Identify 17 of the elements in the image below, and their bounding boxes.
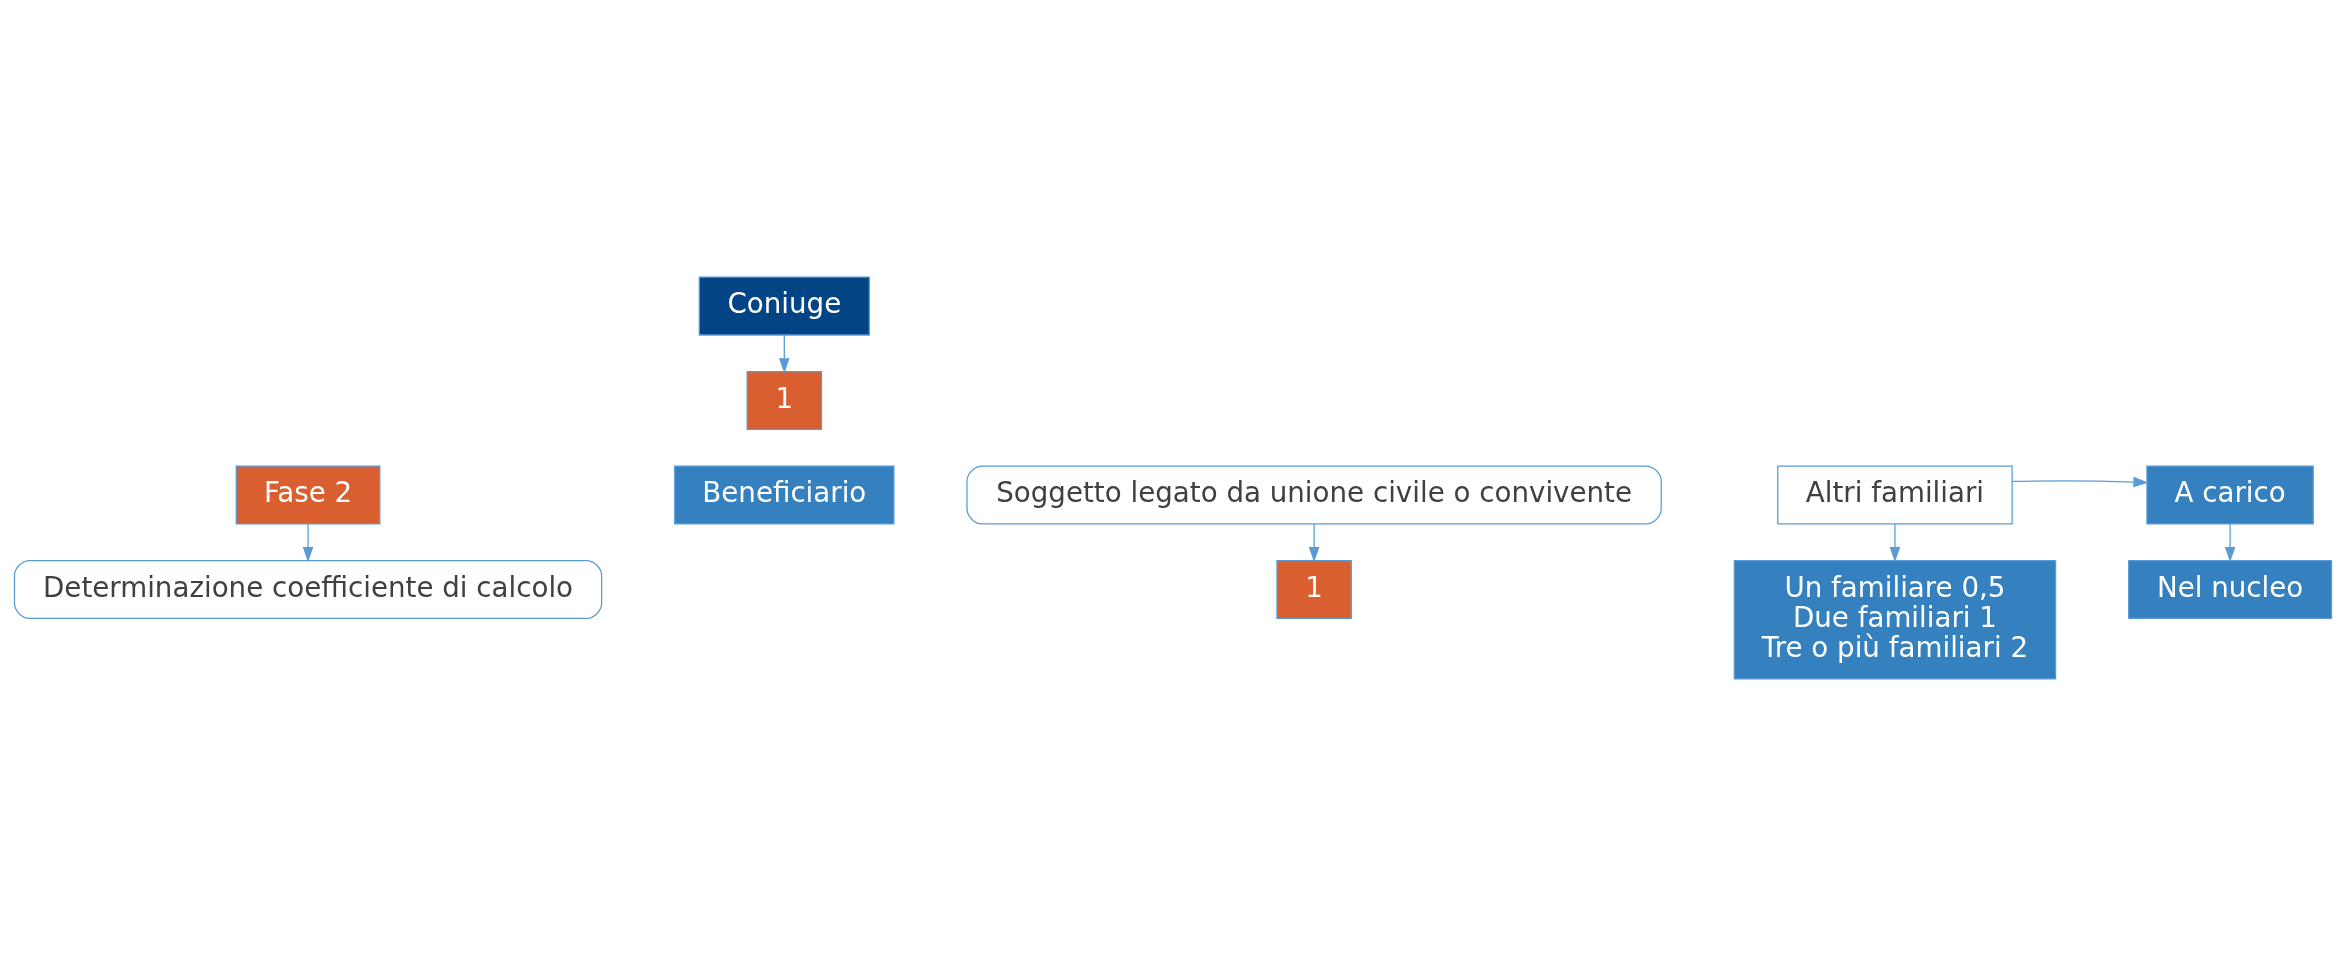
node-box: Un familiare 0,5 Due familiari 1 Tre o più familiari 2	[1733, 559, 2057, 680]
node-box: Fase 2	[235, 464, 381, 525]
node-box: 1	[1276, 559, 1352, 619]
arrow	[302, 522, 314, 562]
arrow	[2224, 522, 2236, 562]
node-box: Coniuge	[698, 275, 870, 336]
node-box: Determinazione coefficiente di calcolo	[13, 559, 603, 619]
node-box: 1	[746, 370, 823, 430]
node-box: Soggetto legato da unione civile o convivente	[966, 464, 1662, 525]
node-box: Altri familiari	[1777, 464, 2013, 525]
arrow	[2011, 476, 2149, 487]
node-box: A carico	[2146, 464, 2314, 525]
arrow	[779, 334, 790, 373]
node-box: Beneficiario	[674, 464, 895, 525]
node-box: Nel nucleo	[2128, 559, 2333, 619]
arrow	[1889, 522, 1901, 562]
arrow	[1308, 522, 1320, 562]
